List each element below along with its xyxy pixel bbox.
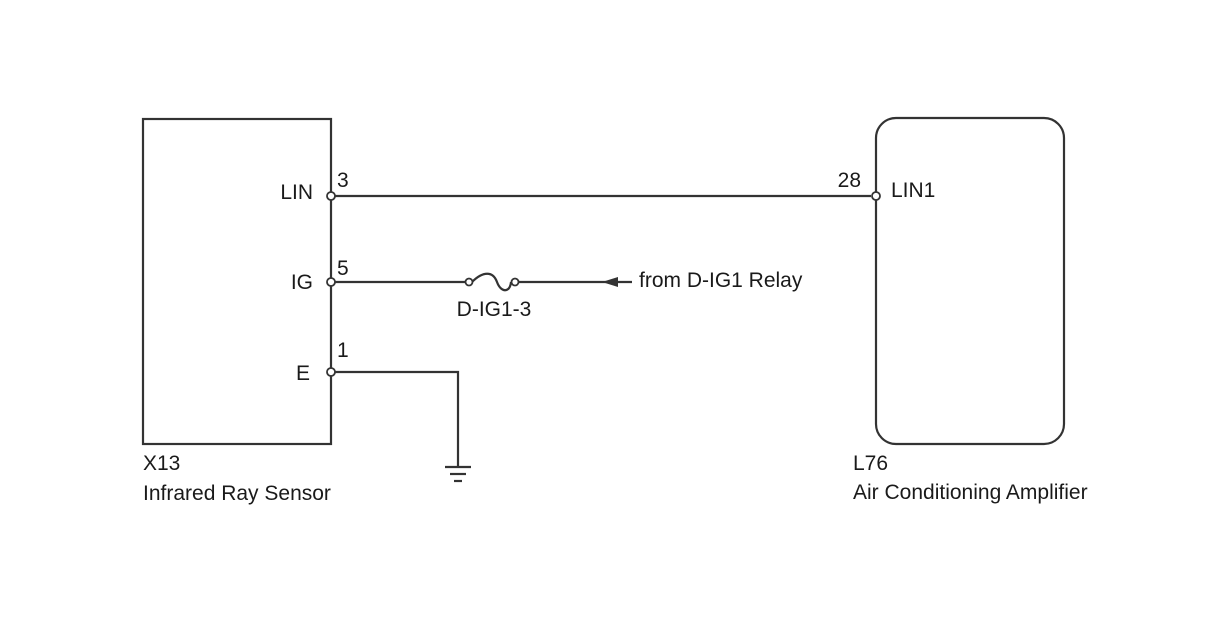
ground-wire xyxy=(335,370,460,467)
fuse-label: D-IG1-3 xyxy=(457,298,532,321)
pin-name-lin: LIN xyxy=(280,181,313,204)
fuse-terminal-right xyxy=(510,277,520,287)
pin-number-ig: 5 xyxy=(337,257,349,280)
sensor-terminal-e xyxy=(326,367,336,377)
fuse-symbol xyxy=(471,272,513,292)
pin-number-e: 1 xyxy=(337,339,349,362)
sensor-box xyxy=(141,117,333,446)
sensor-terminal-lin xyxy=(326,191,336,201)
sensor-name: Infrared Ray Sensor xyxy=(143,482,331,505)
pin-number-lin: 3 xyxy=(337,169,349,192)
amplifier-code: L76 xyxy=(853,452,888,475)
amplifier-terminal-lin1 xyxy=(871,191,881,201)
amplifier-box xyxy=(874,116,1066,446)
ground-icon xyxy=(445,465,471,483)
pin-number-lin1: 28 xyxy=(838,169,861,192)
fuse-terminal-left xyxy=(464,277,474,287)
sensor-terminal-ig xyxy=(326,277,336,287)
source-label: from D-IG1 Relay xyxy=(639,269,803,292)
amplifier-name: Air Conditioning Amplifier xyxy=(853,481,1088,504)
arrow-head xyxy=(602,277,618,287)
pin-name-ig: IG xyxy=(291,271,313,294)
sensor-code: X13 xyxy=(143,452,180,475)
pin-name-e: E xyxy=(296,362,310,385)
pin-name-lin1: LIN1 xyxy=(891,179,935,202)
